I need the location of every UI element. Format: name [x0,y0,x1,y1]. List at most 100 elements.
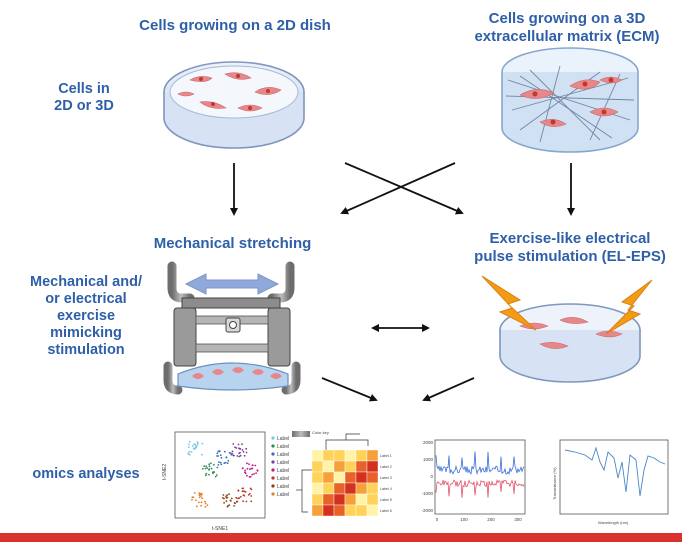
tsne-xlabel: t-SNE1 [212,526,228,532]
tsne-legend-label: Label [277,468,289,474]
tsne-point [208,463,211,466]
tsne-legend-label: Label [277,444,289,450]
heatmap-cell [333,482,346,495]
tsne-point [217,464,220,466]
tsne-point [228,504,231,506]
label-omics-text: omics analyses [32,466,140,482]
signal-x-tick: 100 [460,517,468,522]
tsne-point [200,495,203,497]
heatmap-cell [311,493,324,506]
heatmap-cell [333,460,346,473]
tsne-point [220,463,223,466]
tsne-point [226,462,229,465]
heatmap-cell [311,449,324,462]
heatmap-key-title: Color key [312,430,329,435]
signal-y-tick: 1000 [423,457,434,462]
heatmap-cells [311,449,379,517]
tsne-point [248,476,251,478]
heatmap-cell [333,449,346,462]
tsne-point [237,443,240,446]
tsne-point [250,500,253,503]
heatmap-cell [344,504,357,517]
tsne-point [246,462,248,465]
tsne-point [208,468,211,471]
tsne-point [233,454,235,457]
signal-x-tick: 0 [436,517,439,522]
flow-arrows [230,162,575,402]
tsne-point [218,461,220,463]
tsne-point [198,501,200,504]
tsne-point [205,472,208,475]
heatmap-cell [322,482,335,495]
label-mech-line5: stimulation [47,342,125,359]
heatmap-row-label: Label 5 [380,498,392,502]
heatmap-cell [322,449,335,462]
tsne-point [210,462,212,465]
tsne-point [256,469,259,472]
tsne-point [239,448,242,450]
tsne-point [187,453,190,455]
tsne-point [216,466,219,469]
tsne-point [253,473,255,475]
title-el-eps-line2: pulse stimulation (EL-EPS) [474,247,666,265]
tsne-point [226,494,229,497]
lightning-bolt-left-icon [481,275,537,331]
tsne-point [191,496,194,499]
heatmap-cell [311,504,324,517]
tsne-point [213,471,215,473]
label-mech-line4: mimicking [50,325,122,342]
heatmap-cell [311,482,324,495]
tsne-point [224,461,227,464]
spectrum-plot: Wavelength (nm) Transmittance (%) [552,439,669,525]
tsne-point [204,474,207,477]
title-stretching-text: Mechanical stretching [153,235,312,252]
tsne-point [218,450,221,452]
tsne-point [232,443,235,445]
tsne-point [200,493,203,495]
tsne-point [215,474,218,476]
tsne-point [239,495,242,498]
tsne-point [198,492,201,494]
heatmap-cell [355,504,368,517]
label-cells-2d-3d: Cells in 2D or 3D [38,81,130,115]
tsne-point [228,493,231,496]
tsne-point [208,473,210,476]
signal-y-tick: 0 [430,474,433,479]
tsne-point [239,451,241,454]
tsne-legend-swatch [271,452,275,456]
tsne-point [255,472,257,474]
tsne-point [248,463,250,465]
title-3d-ecm: Cells growing on a 3D extracellular matr… [462,10,672,45]
label-mech-line2: or electrical [45,291,127,308]
tsne-point [193,443,196,446]
tsne-point [201,497,204,500]
tsne-point [226,505,229,508]
tsne-point [234,502,237,505]
tsne-legend-swatch [271,492,275,496]
heatmap-row-label: Label 2 [380,465,392,469]
tsne-point [204,502,207,505]
tsne-point [243,494,246,497]
tsne-point [225,456,228,459]
tsne-point [242,487,245,490]
title-el-eps: Exercise-like electrical pulse stimulati… [460,230,680,265]
heatmap-cell [333,493,346,506]
tsne-legend-swatch [271,468,275,472]
tsne-point [238,447,240,450]
tsne-point [245,500,248,503]
tsne-point [203,465,206,467]
tsne-point [190,451,193,453]
tsne-point [204,506,207,508]
heatmap-cell [344,449,357,462]
tsne-legend-label: Label [277,484,289,490]
tsne-point [208,465,211,468]
heatmap-cell [322,460,335,473]
tsne-legend-swatch [271,444,275,448]
heatmap-cell [322,504,335,517]
spectrum-line [564,446,666,497]
